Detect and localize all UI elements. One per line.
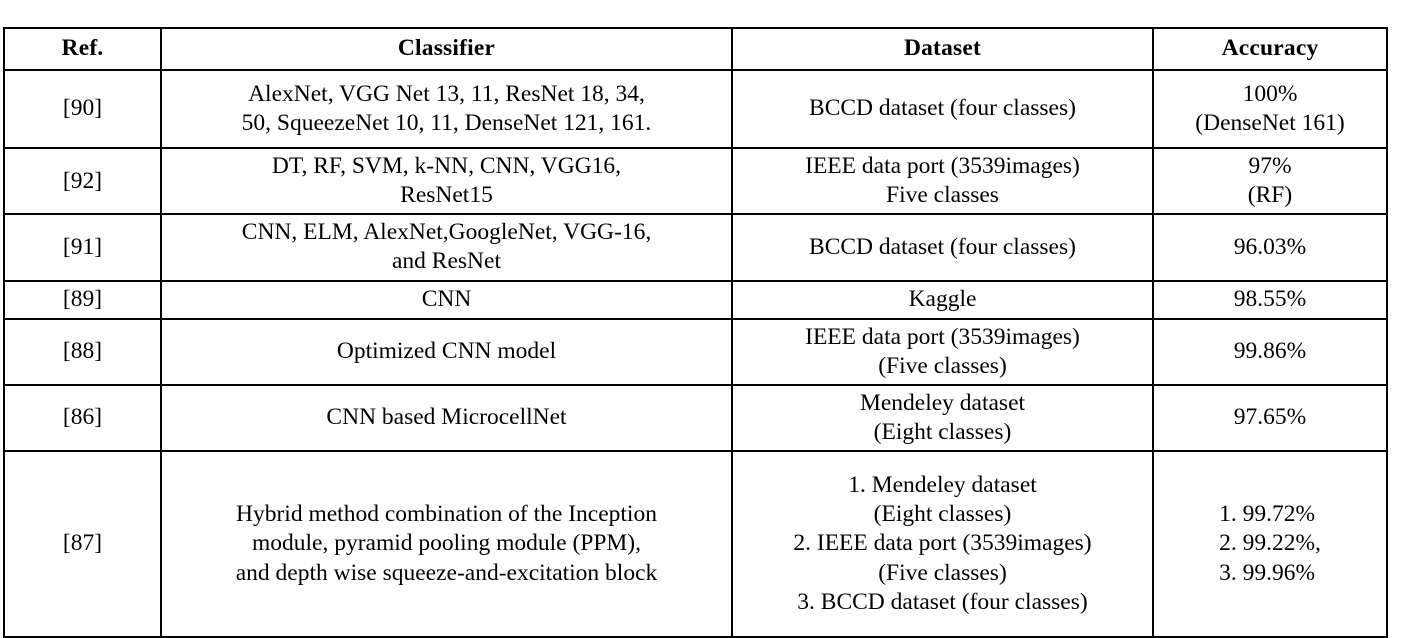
accuracy-list: 1. 99.72% 2. 99.22%, 3. 99.96% — [1219, 501, 1321, 586]
table-row: [88] Optimized CNN model IEEE data port … — [3, 317, 1388, 386]
cell-dataset: 1. Mendeley dataset (Eight classes) 2. I… — [731, 450, 1154, 638]
table-row: [86] CNN based MicrocellNet Mendeley dat… — [3, 383, 1388, 453]
cell-dataset: BCCD dataset (four classes) — [731, 69, 1154, 149]
table-header-row: Ref. Classifier Dataset Accuracy — [3, 27, 1388, 71]
cell-classifier: Hybrid method combination of the Incepti… — [160, 450, 733, 638]
cell-accuracy: 98.55% — [1152, 279, 1388, 320]
table-row: [91] CNN, ELM, AlexNet,GoogleNet, VGG-16… — [3, 213, 1388, 282]
cell-ref: [91] — [3, 213, 162, 282]
table-row: [92] DT, RF, SVM, k-NN, CNN, VGG16, ResN… — [3, 146, 1388, 216]
table-row: [89] CNN Kaggle 98.55% — [3, 279, 1388, 320]
classifier-comparison-table: Ref. Classifier Dataset Accuracy [90] Al… — [3, 27, 1388, 638]
cell-classifier: DT, RF, SVM, k-NN, CNN, VGG16, ResNet15 — [160, 146, 733, 216]
cell-accuracy: 97% (RF) — [1152, 146, 1388, 216]
column-header-dataset: Dataset — [731, 27, 1154, 71]
cell-classifier: CNN, ELM, AlexNet,GoogleNet, VGG-16, and… — [160, 213, 733, 282]
cell-ref: [89] — [3, 279, 162, 320]
cell-accuracy: 96.03% — [1152, 213, 1388, 282]
cell-ref: [87] — [3, 450, 162, 638]
cell-accuracy: 100% (DenseNet 161) — [1152, 69, 1388, 149]
cell-dataset: IEEE data port (3539images) (Five classe… — [731, 317, 1154, 386]
table-row: [90] AlexNet, VGG Net 13, 11, ResNet 18,… — [3, 69, 1388, 149]
table-body: [90] AlexNet, VGG Net 13, 11, ResNet 18,… — [3, 69, 1388, 638]
column-header-accuracy: Accuracy — [1152, 27, 1388, 71]
cell-accuracy: 97.65% — [1152, 383, 1388, 453]
cell-dataset: Mendeley dataset (Eight classes) — [731, 383, 1154, 453]
cell-ref: [86] — [3, 383, 162, 453]
cell-ref: [88] — [3, 317, 162, 386]
table-header: Ref. Classifier Dataset Accuracy — [3, 27, 1388, 71]
cell-classifier: Optimized CNN model — [160, 317, 733, 386]
cell-dataset: Kaggle — [731, 279, 1154, 320]
cell-accuracy: 1. 99.72% 2. 99.22%, 3. 99.96% — [1152, 450, 1388, 638]
cell-classifier: AlexNet, VGG Net 13, 11, ResNet 18, 34, … — [160, 69, 733, 149]
cell-dataset: IEEE data port (3539images) Five classes — [731, 146, 1154, 216]
column-header-classifier: Classifier — [160, 27, 733, 71]
cell-dataset: BCCD dataset (four classes) — [731, 213, 1154, 282]
column-header-ref: Ref. — [3, 27, 162, 71]
cell-ref: [92] — [3, 146, 162, 216]
cell-classifier: CNN — [160, 279, 733, 320]
cell-ref: [90] — [3, 69, 162, 149]
cell-classifier: CNN based MicrocellNet — [160, 383, 733, 453]
cell-accuracy: 99.86% — [1152, 317, 1388, 386]
table-row: [87] Hybrid method combination of the In… — [3, 450, 1388, 638]
